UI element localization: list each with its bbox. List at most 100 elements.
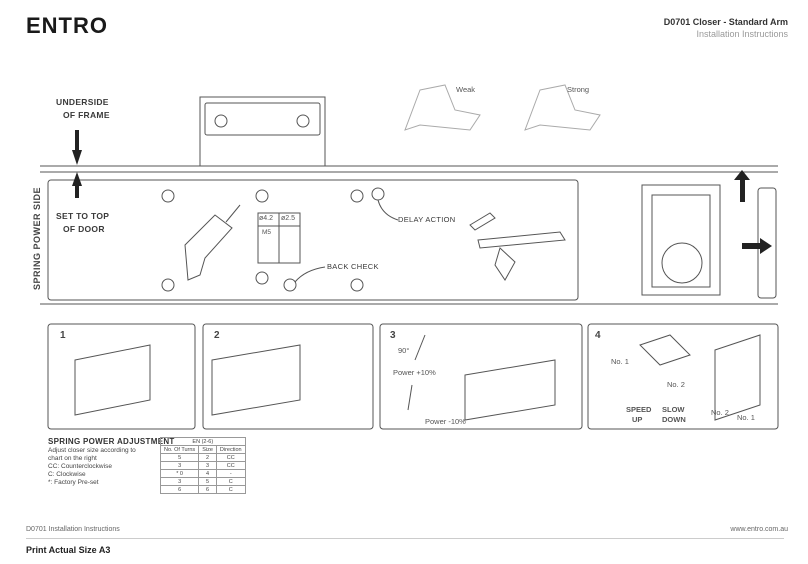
back-check-valve — [283, 278, 297, 292]
arrow-right-icon — [760, 238, 772, 254]
arrow-up-icon — [72, 172, 82, 186]
drill-size-2: ø2.5 — [281, 215, 296, 222]
arrow-down-shaft — [75, 130, 79, 150]
step-3-closer-icon — [464, 359, 556, 421]
document-subtitle: Installation Instructions — [696, 29, 788, 39]
delay-action-label: DELAY ACTION — [398, 215, 456, 224]
table-cell: 4 — [198, 469, 217, 478]
step-3-number: 3 — [390, 330, 396, 341]
step-4-valve-icon — [639, 334, 691, 366]
door-detail-circle — [661, 242, 703, 284]
spring-line-2: chart on the right — [48, 455, 97, 462]
power-minus-label: Power -10% — [425, 417, 466, 426]
frame-bracket-plate — [204, 102, 321, 136]
footer-left: D0701 Installation Instructions — [26, 526, 120, 533]
back-check-label: BACK CHECK — [327, 262, 379, 271]
underside-label-2: OF FRAME — [63, 110, 110, 120]
door-illustration — [641, 184, 721, 296]
step-1-number: 1 — [60, 330, 66, 341]
spring-power-side-label: SPRING POWER SIDE — [32, 187, 42, 290]
set-to-top-label-2: OF DOOR — [63, 224, 105, 234]
step-2-closer-icon — [211, 344, 301, 416]
template-hole — [350, 189, 364, 203]
drill-size-1: ø4.2 — [259, 215, 274, 222]
weak-closer-icon — [404, 84, 481, 131]
footer-divider — [26, 538, 784, 539]
closer-arm-icon — [469, 212, 496, 231]
valve-no1-label: No. 1 — [611, 357, 629, 366]
entro-logo: ENTRO — [26, 13, 108, 38]
step-2-box — [202, 323, 374, 430]
spring-line-5: *: Factory Pre-set — [48, 479, 99, 486]
speed-label: SPEED — [626, 405, 652, 414]
print-note: Print Actual Size A3 — [26, 545, 111, 555]
table-cell: 3 — [159, 461, 200, 470]
door-template — [47, 179, 579, 301]
slow-label: SLOW — [662, 405, 685, 414]
table-cell: 6 — [159, 485, 200, 494]
bracket-hole-right — [296, 114, 310, 128]
table-cell: 3 — [159, 477, 200, 486]
table-cell: 6 — [198, 485, 217, 494]
template-hole — [255, 271, 269, 285]
step-4-number: 4 — [595, 330, 601, 341]
table-title: EN (2-6) — [160, 437, 246, 446]
screwdriver-icon — [494, 247, 516, 281]
spring-heading: SPRING POWER ADJUSTMENT — [48, 437, 175, 446]
table-cell: C — [215, 477, 246, 486]
table-cell: 5 — [198, 477, 217, 486]
table-cell: 2 — [198, 453, 217, 462]
down-label: DOWN — [662, 415, 686, 424]
template-hole — [161, 278, 175, 292]
valve-no2-label: No. 2 — [667, 380, 685, 389]
table-cell: CC — [215, 461, 246, 470]
arrow-up-right-icon — [734, 170, 750, 180]
strong-closer-icon — [524, 84, 601, 131]
frame-bracket-outer — [199, 96, 326, 167]
weak-label: Weak — [456, 85, 476, 94]
table-cell: 3 — [198, 461, 217, 470]
step-1-closer-icon — [74, 344, 151, 416]
bracket-hole-left — [214, 114, 228, 128]
table-header: Size — [198, 445, 217, 454]
preset-marker: * — [176, 470, 179, 477]
step-3-angle: 90° — [398, 346, 410, 355]
table-cell-value: 0 — [179, 470, 183, 477]
step-4-door-icon — [714, 334, 761, 421]
table-header: No. Of Turns — [159, 445, 200, 454]
arrow-down-icon — [72, 150, 82, 165]
footer-right: www.entro.com.au — [730, 526, 788, 533]
document-title: D0701 Closer - Standard Arm — [663, 17, 788, 27]
power-plus-label: Power +10% — [393, 368, 436, 377]
table-cell: C — [215, 485, 246, 494]
up-label: UP — [632, 415, 643, 424]
spring-line-1: Adjust closer size according to — [48, 447, 136, 454]
spring-line-3: CC: Counterclockwise — [48, 463, 112, 470]
delay-action-valve — [371, 187, 385, 201]
door-no1-label: No. 1 — [737, 413, 755, 422]
table-cell: * 0 — [159, 469, 200, 478]
set-to-top-label-1: SET TO TOP — [56, 211, 110, 221]
step-1-box — [47, 323, 196, 430]
template-hole — [350, 278, 364, 292]
template-hole — [161, 189, 175, 203]
table-cell: 5 — [159, 453, 200, 462]
strong-label: Strong — [567, 85, 590, 94]
drill-icon — [184, 214, 233, 281]
spring-line-4: C: Clockwise — [48, 471, 86, 478]
door-no2-label: No. 2 — [711, 408, 729, 417]
template-hole — [255, 189, 269, 203]
step-2-number: 2 — [214, 330, 220, 341]
step-4-box — [587, 323, 779, 430]
table-header: Direction — [215, 445, 246, 454]
screw-size: M5 — [262, 229, 272, 236]
step-3-box — [379, 323, 583, 430]
table-cell: CC — [215, 453, 246, 462]
